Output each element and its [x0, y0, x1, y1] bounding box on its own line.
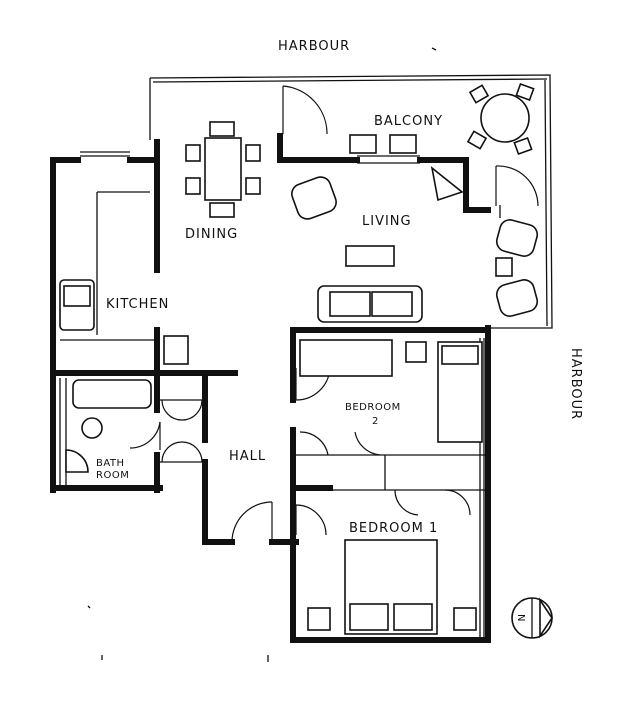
balcony-furniture — [349, 82, 535, 156]
bedroom2-label-line2: 2 — [372, 416, 379, 427]
living-furniture — [291, 166, 539, 323]
balcony-outline — [149, 74, 553, 329]
living-label: LIVING — [362, 214, 412, 229]
partitions — [59, 151, 486, 640]
bedroom2-label-line1: BEDROOM — [345, 402, 401, 413]
kitchen-label: KITCHEN — [106, 297, 169, 312]
balcony-label: BALCONY — [374, 114, 443, 129]
north-arrow-icon: N — [511, 597, 553, 639]
bedroom1-furniture — [307, 539, 477, 635]
bedroom2-furniture — [299, 339, 483, 443]
dining-furniture — [185, 121, 261, 218]
north-label: N — [515, 614, 526, 622]
harbour-top-label: HARBOUR — [278, 39, 350, 54]
walls — [50, 133, 491, 643]
dining-label: DINING — [185, 227, 238, 242]
pen-marks — [87, 47, 437, 662]
bedroom1-label: BEDROOM 1 — [349, 521, 438, 536]
hall-label: HALL — [229, 449, 266, 464]
harbour-right-label: HARBOUR — [568, 348, 583, 420]
bathroom-label-line2: ROOM — [96, 470, 129, 481]
kitchen-bath-fixtures — [59, 279, 189, 473]
bathroom-label-line1: BATH — [96, 458, 125, 469]
